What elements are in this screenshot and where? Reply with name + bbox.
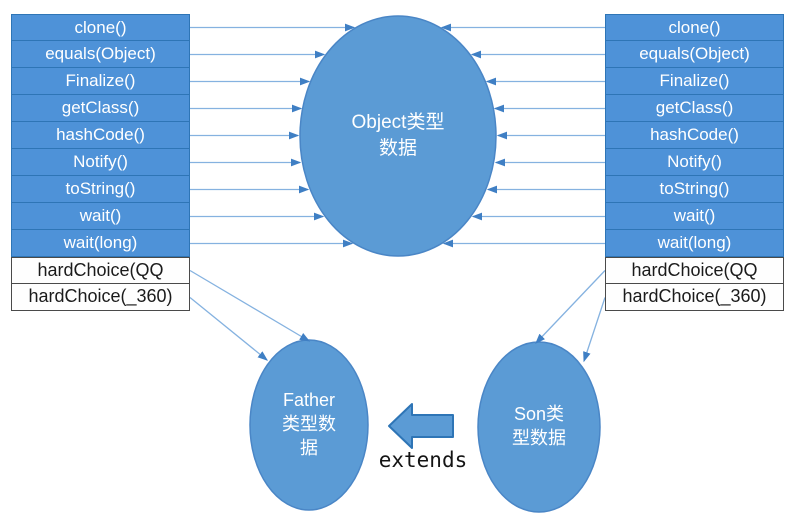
table-row: hardChoice(QQ	[11, 257, 190, 284]
extends-arrow-icon	[388, 403, 454, 449]
table-row: Notify()	[605, 149, 784, 176]
table-row: hashCode()	[605, 122, 784, 149]
hardchoice-arrow	[583, 297, 606, 363]
son-ellipse	[477, 341, 601, 513]
method-table-left: clone() equals(Object) Finalize() getCla…	[11, 14, 190, 311]
table-row: Finalize()	[11, 68, 190, 95]
table-row: hardChoice(QQ	[605, 257, 784, 284]
table-row: toString()	[11, 176, 190, 203]
method-table-right: clone() equals(Object) Finalize() getCla…	[605, 14, 784, 311]
table-row: Finalize()	[605, 68, 784, 95]
table-row: equals(Object)	[11, 41, 190, 68]
hardchoice-arrow	[189, 269, 311, 342]
table-row: hardChoice(_360)	[605, 284, 784, 311]
left-method-arrows	[190, 23, 356, 248]
table-row: toString()	[605, 176, 784, 203]
table-row: wait()	[605, 203, 784, 230]
table-row: hardChoice(_360)	[11, 284, 190, 311]
table-row: clone()	[605, 14, 784, 41]
hardchoice-arrows	[189, 269, 606, 363]
table-row: wait(long)	[11, 230, 190, 257]
table-row: getClass()	[605, 95, 784, 122]
table-row: wait()	[11, 203, 190, 230]
extends-label: extends	[378, 448, 468, 472]
right-method-arrows	[440, 23, 605, 248]
father-ellipse	[249, 339, 369, 511]
object-ellipse	[299, 15, 497, 257]
table-row: hashCode()	[11, 122, 190, 149]
table-row: Notify()	[11, 149, 190, 176]
hardchoice-arrow	[535, 270, 606, 344]
table-row: clone()	[11, 14, 190, 41]
table-row: getClass()	[11, 95, 190, 122]
table-row: wait(long)	[605, 230, 784, 257]
hardchoice-arrow	[189, 296, 269, 361]
table-row: equals(Object)	[605, 41, 784, 68]
